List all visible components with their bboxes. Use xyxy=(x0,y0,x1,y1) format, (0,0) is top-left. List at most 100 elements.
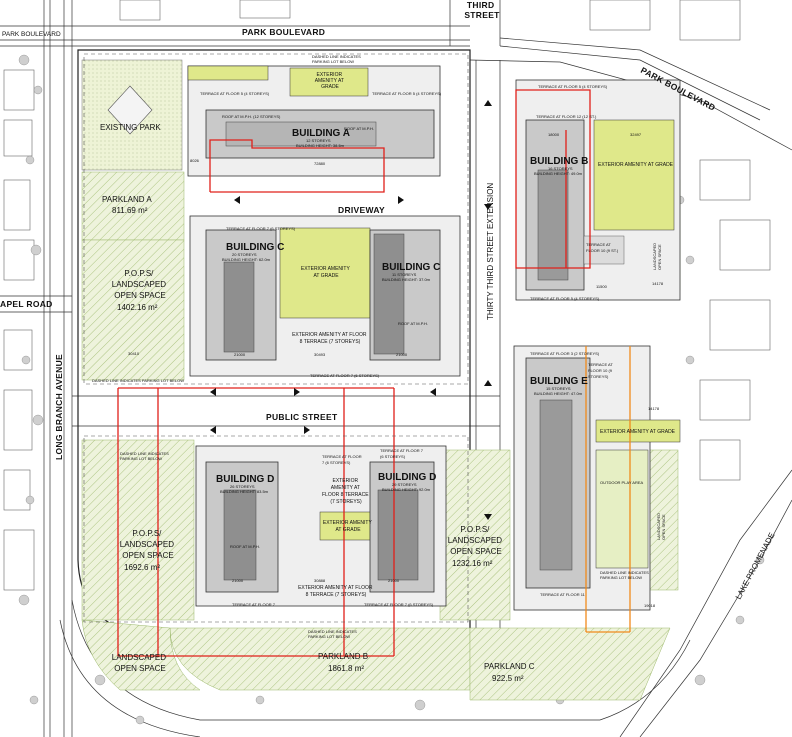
amen-d-mid-line-2: AMENITY AT xyxy=(331,485,360,491)
building-d1-label: BUILDING D 26 STOREYS BUILDING HEIGHT: 8… xyxy=(216,474,274,494)
parkland-c-area xyxy=(469,627,671,701)
amen-d-mid-line-1: EXTERIOR xyxy=(333,478,359,484)
terrace-b-floor12: TERRACE AT FLOOR 12 (12 ST.) xyxy=(536,114,597,119)
terrace-d-floor7-top: TERRACE AT FLOOR 7 (6 STOREYS) xyxy=(322,454,363,465)
label-chapel-road: APEL ROAD xyxy=(0,299,53,309)
amen-d-terrace-line-1: EXTERIOR AMENITY AT FLOOR xyxy=(298,585,373,591)
dim-a-h: 8026 xyxy=(190,158,200,163)
building-e-label: BUILDING E 15 STOREYS BUILDING HEIGHT: 4… xyxy=(530,376,588,396)
pops-1-line-2: LANDSCAPED xyxy=(112,280,166,289)
building-b-amenity xyxy=(593,119,675,231)
pops-2-line-1: P.O.P.S/ xyxy=(132,529,162,538)
note-parking-below-5: DASHED LINE INDICATES PARKING LOT BELOW xyxy=(308,629,358,639)
amen-d-mid-label: EXTERIOR AMENITY AT FLOOR 8 TERRACE (7 S… xyxy=(322,478,370,505)
dim-c-w1: 21000 xyxy=(234,352,246,357)
dim-d-w3: 21000 xyxy=(388,578,400,583)
amen-e-label: EXTERIOR AMENITY AT GRADE xyxy=(600,429,676,435)
terrace-b-floor10-line-1: TERRACE AT xyxy=(586,242,611,247)
dim-e-side: 14178 xyxy=(648,406,660,411)
third-street-line-1: THIRD xyxy=(467,0,494,10)
terrace-e-floor10: TERRACE AT FLOOR 10 (9 STOREYS) xyxy=(588,362,614,379)
amen-d-grade-line-1: EXTERIOR AMENITY xyxy=(323,520,373,526)
dim-c-w3: 21000 xyxy=(396,352,408,357)
amen-c-line-2: AT GRADE xyxy=(313,273,339,279)
pops-3-line-1: P.O.P.S/ xyxy=(460,525,490,534)
pops-1-line-3: OPEN SPACE xyxy=(114,291,165,300)
note-parking-below-5-line-1: DASHED LINE INDICATES xyxy=(308,629,357,634)
label-lake-promenade: LAKE PROMENADE xyxy=(734,531,777,601)
building-d2-storeys: 29 STOREYS xyxy=(392,482,417,487)
landscaped-os-b-line-2: OPEN SPACE xyxy=(657,244,662,270)
parking-dashed-line xyxy=(83,53,469,385)
terrace-e-floor11: TERRACE AT FLOOR 11 xyxy=(540,592,586,597)
third-street-line-2: STREET xyxy=(464,10,500,20)
amen-a-line-1: EXTERIOR xyxy=(317,72,343,78)
amen-a-label: EXTERIOR AMENITY AT GRADE xyxy=(315,72,346,90)
pops-1-label: P.O.P.S/ LANDSCAPED OPEN SPACE xyxy=(112,269,168,300)
pops-1-area-label: 1402.16 m² xyxy=(117,303,158,312)
note-roof-mph-a: ROOF AT M.P.H. xyxy=(344,126,374,131)
building-c1-height: BUILDING HEIGHT: 62.0m xyxy=(222,257,271,262)
note-roof-mph-d: ROOF AT M.P.H. xyxy=(230,544,260,549)
building-c2-height: BUILDING HEIGHT: 37.0m xyxy=(382,277,431,282)
building-c2-storeys: 11 STOREYS xyxy=(392,272,417,277)
pops-2-area-label: 1692.6 m² xyxy=(124,563,160,572)
parkland-c-name: PARKLAND C xyxy=(484,662,535,671)
building-b-name: BUILDING B xyxy=(530,156,588,167)
landscaped-os-e-line-1: LANDSCAPED xyxy=(656,513,661,540)
dim-d-w1: 21000 xyxy=(232,578,244,583)
dim-c-w2: 30493 xyxy=(314,352,326,357)
terrace-b-floor5: TERRACE AT FLOOR 5 (4 STOREYS) xyxy=(538,84,608,89)
building-d1-name: BUILDING D xyxy=(216,474,274,485)
terrace-e-floor10-line-2: FLOOR 10 (9 xyxy=(588,368,613,373)
terrace-a-floor5-r: TERRACE AT FLOOR 5 (4 STOREYS) xyxy=(372,91,442,96)
note-parking-below-4-line-2: PARKING LOT BELOW xyxy=(600,575,642,580)
amen-c-terrace-line-2: 8 TERRACE (7 STOREYS) xyxy=(300,339,361,345)
pops-3-line-2: LANDSCAPED xyxy=(448,536,502,545)
building-d2-label: BUILDING D 29 STOREYS BUILDING HEIGHT: 9… xyxy=(378,472,436,492)
adjacent-buildings xyxy=(3,0,771,591)
note-parking-below-3-line-2: PARKING LOT BELOW xyxy=(120,456,162,461)
label-thirty-third-extension: THIRTY THIRD STREET EXTENSION xyxy=(486,183,495,320)
parking-dashed-line-2 xyxy=(83,435,469,623)
dim-c-left: 30410 xyxy=(128,351,140,356)
pops-1-line-1: P.O.P.S/ xyxy=(124,269,154,278)
pops-3-label: P.O.P.S/ LANDSCAPED OPEN SPACE xyxy=(448,525,504,556)
amen-d-grade-label: EXTERIOR AMENITY AT GRADE xyxy=(323,520,373,533)
amen-d-mid-line-3: FLOOR 8 TERRACE xyxy=(322,492,369,498)
building-c2-core xyxy=(373,233,405,355)
terrace-d-floor7-top-line-2: 7 (6 STOREYS) xyxy=(322,460,351,465)
building-b-core xyxy=(537,169,569,281)
terrace-b-floor5-low: TERRACE AT FLOOR 5 (4 STOREYS) xyxy=(530,296,600,301)
terrace-e-floor3: TERRACE AT FLOOR 3 (2 STOREYS) xyxy=(530,351,600,356)
pops-3-line-3: OPEN SPACE xyxy=(450,547,501,556)
label-long-branch-avenue: LONG BRANCH AVENUE xyxy=(54,354,64,460)
note-parking-below-2: DASHED LINE INDICATES PARKING LOT BELOW xyxy=(312,54,362,64)
terrace-e-floor10-line-1: TERRACE AT xyxy=(588,362,613,367)
building-e-playarea xyxy=(595,449,649,569)
amen-c-label: EXTERIOR AMENITY AT GRADE xyxy=(301,266,351,279)
terrace-d-floor7-r: TERRACE AT FLOOR 7 (6 STOREYS) xyxy=(364,602,434,607)
parkland-c-area-label: 922.5 m² xyxy=(492,674,524,683)
building-c2-label: BUILDING C 11 STOREYS BUILDING HEIGHT: 3… xyxy=(382,262,440,282)
building-d2-name: BUILDING D xyxy=(378,472,436,483)
landscaped-os-e-line-2: OPEN SPACE xyxy=(661,514,666,540)
dim-b-w: 18000 xyxy=(548,132,560,137)
note-parking-below-2-line-1: DASHED LINE INDICATES xyxy=(312,54,361,59)
note-roof-mph-c: ROOF AT M.P.H. xyxy=(398,321,428,326)
building-c-amenity xyxy=(279,227,371,319)
note-parking-below-2-line-2: PARKING LOT BELOW xyxy=(312,59,354,64)
landscaped-os-e-label: LANDSCAPED OPEN SPACE xyxy=(656,512,666,540)
building-d1-height: BUILDING HEIGHT: 83.5m xyxy=(220,489,269,494)
building-c1-name: BUILDING C xyxy=(226,242,284,253)
building-d2-height: BUILDING HEIGHT: 92.0m xyxy=(382,487,431,492)
amen-a-line-2: AMENITY AT xyxy=(315,78,344,84)
dim-b-side: 14178 xyxy=(652,281,664,286)
terrace-a-floor5: TERRACE AT FLOOR 5 (4 STOREYS) xyxy=(200,91,270,96)
pops-2-label: P.O.P.S/ LANDSCAPED OPEN SPACE xyxy=(120,529,176,560)
terrace-d-floor7-top2: TERRACE AT FLOOR 7 (6 STOREYS) xyxy=(380,448,424,459)
existing-park-plaza xyxy=(107,85,153,135)
amen-d-terrace-line-2: 8 TERRACE (7 STOREYS) xyxy=(306,592,367,598)
label-third-street: THIRD STREET xyxy=(464,0,500,20)
